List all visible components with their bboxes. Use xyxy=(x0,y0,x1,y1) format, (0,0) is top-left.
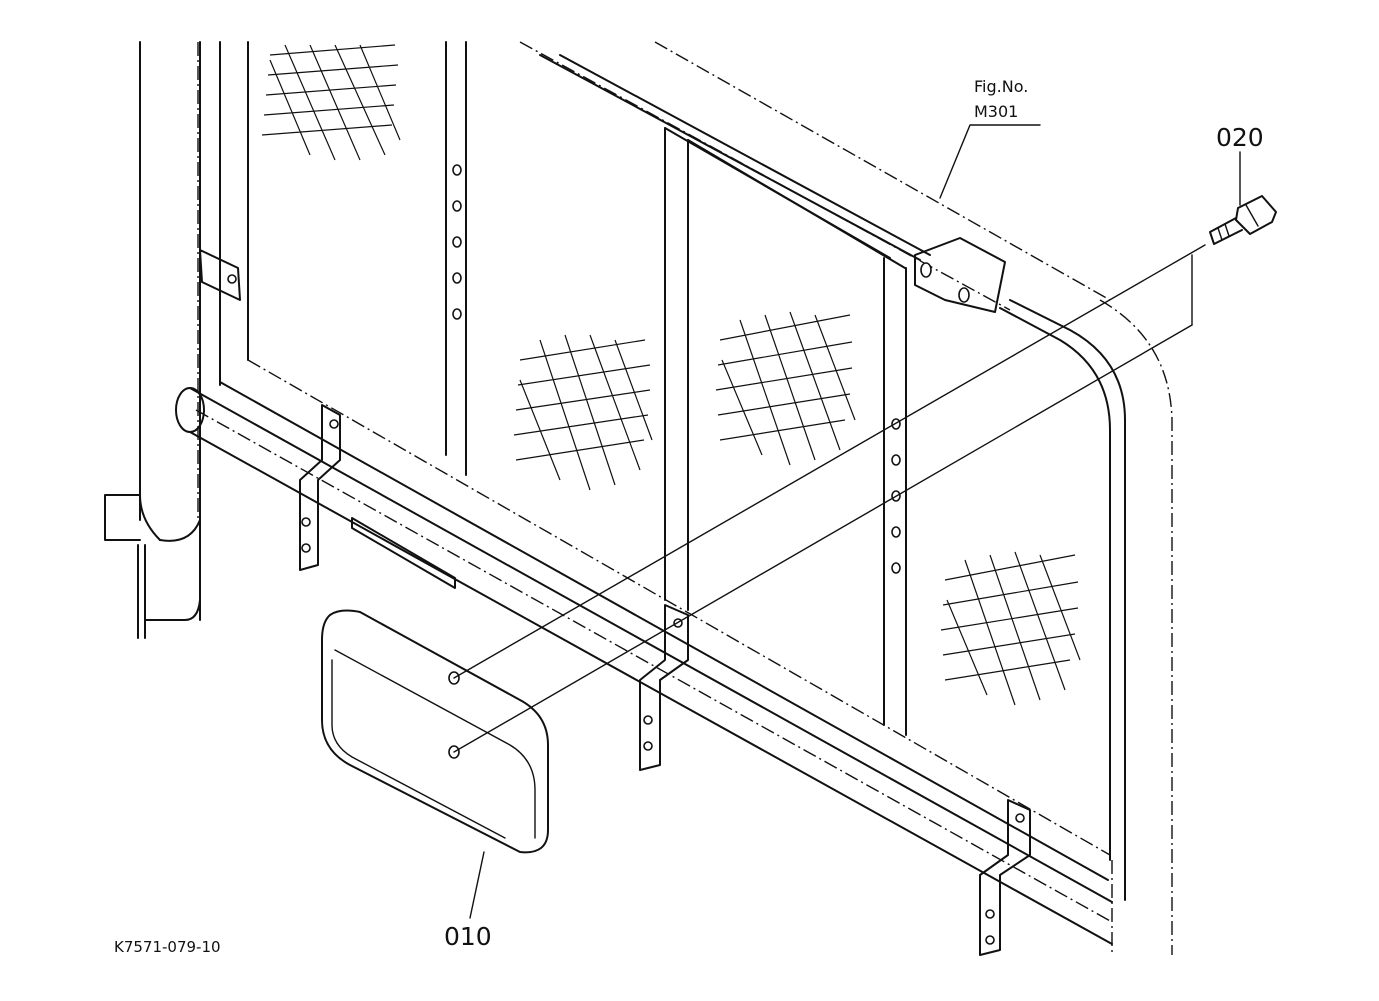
figure-ref-line2: M301 xyxy=(974,102,1018,121)
rail-plate xyxy=(351,517,456,589)
bar-holes xyxy=(452,164,901,574)
left-posts xyxy=(104,41,249,639)
work-lamp-010[interactable] xyxy=(321,609,549,854)
part-number-020[interactable]: 020 xyxy=(1216,123,1264,152)
alignment-lines xyxy=(453,244,1206,753)
leader-lines xyxy=(469,124,1241,919)
bracket-center xyxy=(639,604,689,771)
mesh-patch-mid-left xyxy=(513,334,653,491)
guard-rail-tube xyxy=(175,387,1113,945)
drawing-code: K7571-079-10 xyxy=(114,938,221,956)
corner-mount-bracket xyxy=(914,237,1006,313)
mesh-patch-top xyxy=(261,44,401,161)
bracket-right xyxy=(979,799,1031,956)
bracket-left xyxy=(299,404,341,571)
mesh-patch-bottom xyxy=(940,551,1081,706)
cab-frame xyxy=(219,41,1173,955)
mesh-patch-mid-right xyxy=(715,311,856,466)
figure-ref-line1: Fig.No. xyxy=(974,77,1028,96)
bolt-020[interactable] xyxy=(1209,195,1277,245)
part-number-010[interactable]: 010 xyxy=(444,922,492,951)
